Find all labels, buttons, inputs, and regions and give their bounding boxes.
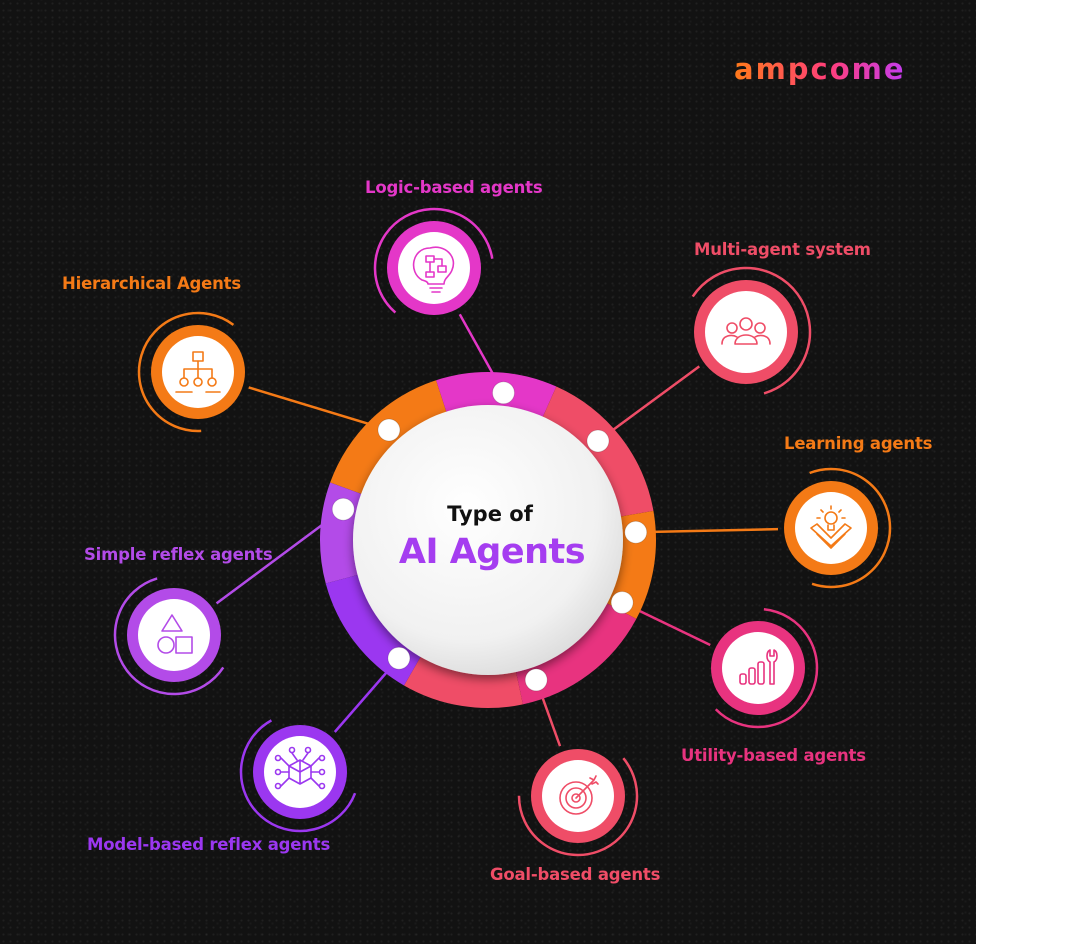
agent-node-learning [784, 467, 892, 589]
node-face [795, 492, 867, 564]
center-title-line2: AI Agents [398, 532, 586, 572]
ring-dot [524, 668, 548, 692]
label-multi-agent-system: Multi-agent system [694, 240, 871, 259]
ring-dot [624, 520, 648, 544]
target-arrow-icon [559, 775, 599, 815]
people-group-icon [721, 317, 771, 345]
node-face [705, 291, 787, 373]
agent-node-multi [691, 266, 812, 395]
center-hub [353, 405, 623, 675]
label-learning-agents: Learning agents [784, 434, 933, 453]
node-outer-arc [714, 608, 819, 729]
agent-node-hier [137, 311, 245, 433]
center-title-line1: Type of [447, 502, 533, 526]
brain-flowchart-icon [412, 246, 455, 293]
cube-network-icon [274, 746, 326, 790]
node-outer-arc [517, 757, 639, 857]
agent-nodes [113, 207, 892, 857]
node-outer-arc [373, 207, 494, 314]
agent-node-utility [711, 608, 819, 729]
node-outer-arc [113, 577, 225, 696]
node-outer-arc [137, 311, 235, 433]
shapes-icon [157, 614, 193, 654]
agent-node-simple [113, 577, 225, 696]
ampcome-logo: ampcome [734, 52, 906, 86]
ring-dot [610, 591, 634, 615]
hierarchy-icon [175, 351, 221, 393]
agents-diagram [113, 207, 892, 857]
label-model-based-reflex-agents: Model-based reflex agents [87, 835, 331, 854]
ring-dot [331, 497, 355, 521]
ring-dot [586, 429, 610, 453]
label-logic-based-agents: Logic-based agents [365, 178, 543, 197]
lightbulb-book-icon [810, 505, 852, 549]
connector-line [635, 527, 779, 534]
label-goal-based-agents: Goal-based agents [490, 865, 661, 884]
ring-dot [491, 381, 515, 405]
connector-line [597, 365, 701, 442]
bar-chart-wrench-icon [739, 649, 778, 685]
node-outer-arc [691, 266, 812, 395]
ring-dot [387, 646, 411, 670]
ring-dots [331, 381, 648, 692]
node-face [398, 232, 470, 304]
ring-dot [377, 418, 401, 442]
ring-segment [540, 386, 654, 518]
agent-node-model [239, 719, 357, 833]
right-white-margin [976, 0, 1080, 944]
node-outer-arc [809, 467, 892, 589]
infographic-canvas: ampcome Type of AI Agents Logic-based ag… [0, 0, 976, 944]
connector-line [248, 386, 390, 432]
agent-node-goal [517, 749, 639, 857]
agent-node-logic [373, 207, 494, 315]
label-utility-based-agents: Utility-based agents [681, 746, 866, 765]
ring-segment [404, 650, 523, 709]
label-hierarchical-agents: Hierarchical Agents [62, 274, 241, 293]
node-outer-arc [239, 719, 357, 833]
label-simple-reflex-agents: Simple reflex agents [84, 545, 273, 564]
node-face [138, 599, 210, 671]
